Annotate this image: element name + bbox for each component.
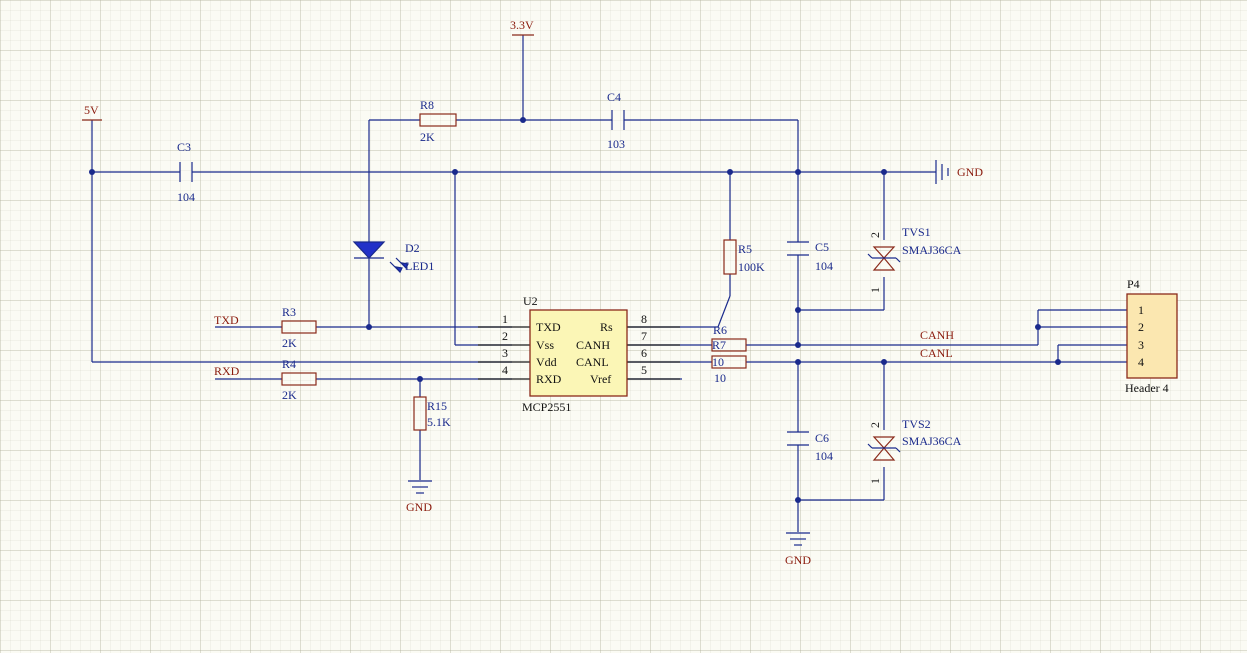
capacitor-c3: C3 104 — [177, 140, 195, 204]
c4-value: 103 — [607, 137, 625, 151]
tvs-tvs1: TVS1 SMAJ36CA 2 1 — [867, 225, 962, 293]
tvs1-ref: TVS1 — [902, 225, 931, 239]
u2-part: MCP2551 — [522, 400, 571, 414]
u2-pin-3-num: 3 — [502, 346, 508, 360]
c5-ref: C5 — [815, 240, 829, 254]
r7-ref: R7 — [712, 338, 726, 352]
u2-pin-6-name: CANL — [576, 355, 609, 369]
u2-pin-3-name: Vdd — [536, 355, 557, 369]
net-label-canh: CANH — [920, 328, 954, 342]
u2-pin-8-name: Rs — [600, 320, 613, 334]
gnd-c6-label: GND — [785, 553, 811, 567]
u2-pin-5-num: 5 — [641, 363, 647, 377]
r5-value: 100K — [738, 260, 765, 274]
gnd-r15-symbol: GND — [406, 480, 432, 514]
ic-u2-mcp2551: U2 MCP2551 1 2 3 4 TXD Vss Vdd RXD 8 7 6… — [478, 294, 680, 414]
gnd-right-label: GND — [957, 165, 983, 179]
tvs2-pin-top: 2 — [868, 422, 882, 428]
resistor-r10: 10 10 — [711, 355, 747, 385]
net-label-txd: TXD — [214, 313, 239, 327]
c6-value: 104 — [815, 449, 833, 463]
tvs2-pin-bottom: 1 — [868, 478, 882, 484]
r6-ref: R6 — [713, 323, 727, 337]
p4-part: Header 4 — [1125, 381, 1169, 395]
gnd-c6-symbol: GND — [785, 532, 811, 567]
u2-pin-1-name: TXD — [536, 320, 561, 334]
p4-pin-1: 1 — [1138, 303, 1144, 317]
net-label-rxd: RXD — [214, 364, 240, 378]
u2-pin-4-name: RXD — [536, 372, 562, 386]
u2-pin-7-name: CANH — [576, 338, 610, 352]
resistor-r3: R3 2K — [281, 305, 317, 350]
u2-pin-1-num: 1 — [502, 312, 508, 326]
r3-ref: R3 — [282, 305, 296, 319]
r4-value: 2K — [282, 388, 297, 402]
p4-pin-3: 3 — [1138, 338, 1144, 352]
u2-pin-5-name: Vref — [590, 372, 611, 386]
r15-ref: R15 — [427, 399, 447, 413]
power-3v3-port: 3.3V — [510, 18, 534, 36]
p4-pin-2: 2 — [1138, 320, 1144, 334]
u2-pin-2-num: 2 — [502, 329, 508, 343]
tvs2-ref: TVS2 — [902, 417, 931, 431]
net-label-canl: CANL — [920, 346, 953, 360]
tvs-tvs2: TVS2 SMAJ36CA 2 1 — [867, 417, 962, 484]
tvs2-value: SMAJ36CA — [902, 434, 962, 448]
capacitor-c6: C6 104 — [787, 431, 833, 463]
u2-pin-6-num: 6 — [641, 346, 647, 360]
c5-value: 104 — [815, 259, 833, 273]
power-3v3-label: 3.3V — [510, 18, 534, 32]
gnd-right-symbol: GND — [935, 160, 983, 184]
header-p4: P4 Header 4 1 2 3 4 — [1125, 277, 1178, 395]
d2-ref: D2 — [405, 241, 420, 255]
resistor-r7: R7 — [711, 338, 747, 352]
c6-ref: C6 — [815, 431, 829, 445]
capacitor-c4: C4 103 — [607, 90, 625, 151]
r10-ref: 10 — [712, 355, 724, 369]
resistor-r8: R8 2K — [419, 98, 457, 144]
u2-pin-8-num: 8 — [641, 312, 647, 326]
gnd-r15-label: GND — [406, 500, 432, 514]
resistor-r15: R15 5.1K — [413, 396, 451, 431]
u2-pin-2-name: Vss — [536, 338, 554, 352]
tvs1-value: SMAJ36CA — [902, 243, 962, 257]
resistor-r5: R5 100K — [723, 239, 765, 275]
resistor-r4: R4 2K — [281, 357, 317, 402]
power-5v-port: 5V — [82, 103, 102, 121]
u2-pin-4-num: 4 — [502, 363, 508, 377]
wires — [91, 35, 1127, 532]
tvs1-pin-bottom: 1 — [868, 287, 882, 293]
r15-value: 5.1K — [427, 415, 451, 429]
tvs1-pin-top: 2 — [868, 232, 882, 238]
r7-value: 10 — [714, 371, 726, 385]
d2-value: LED1 — [405, 259, 434, 273]
p4-ref: P4 — [1127, 277, 1140, 291]
r8-ref: R8 — [420, 98, 434, 112]
c3-value: 104 — [177, 190, 195, 204]
r8-value: 2K — [420, 130, 435, 144]
r4-ref: R4 — [282, 357, 296, 371]
r5-ref: R5 — [738, 242, 752, 256]
led-d2: D2 LED1 — [352, 241, 434, 274]
capacitor-c5: C5 104 — [787, 240, 833, 273]
power-5v-label: 5V — [84, 103, 99, 117]
c3-ref: C3 — [177, 140, 191, 154]
u2-pin-7-num: 7 — [641, 329, 647, 343]
u2-ref: U2 — [523, 294, 538, 308]
junction-dots — [89, 117, 1061, 503]
c4-ref: C4 — [607, 90, 621, 104]
p4-pin-4: 4 — [1138, 355, 1144, 369]
r3-value: 2K — [282, 336, 297, 350]
